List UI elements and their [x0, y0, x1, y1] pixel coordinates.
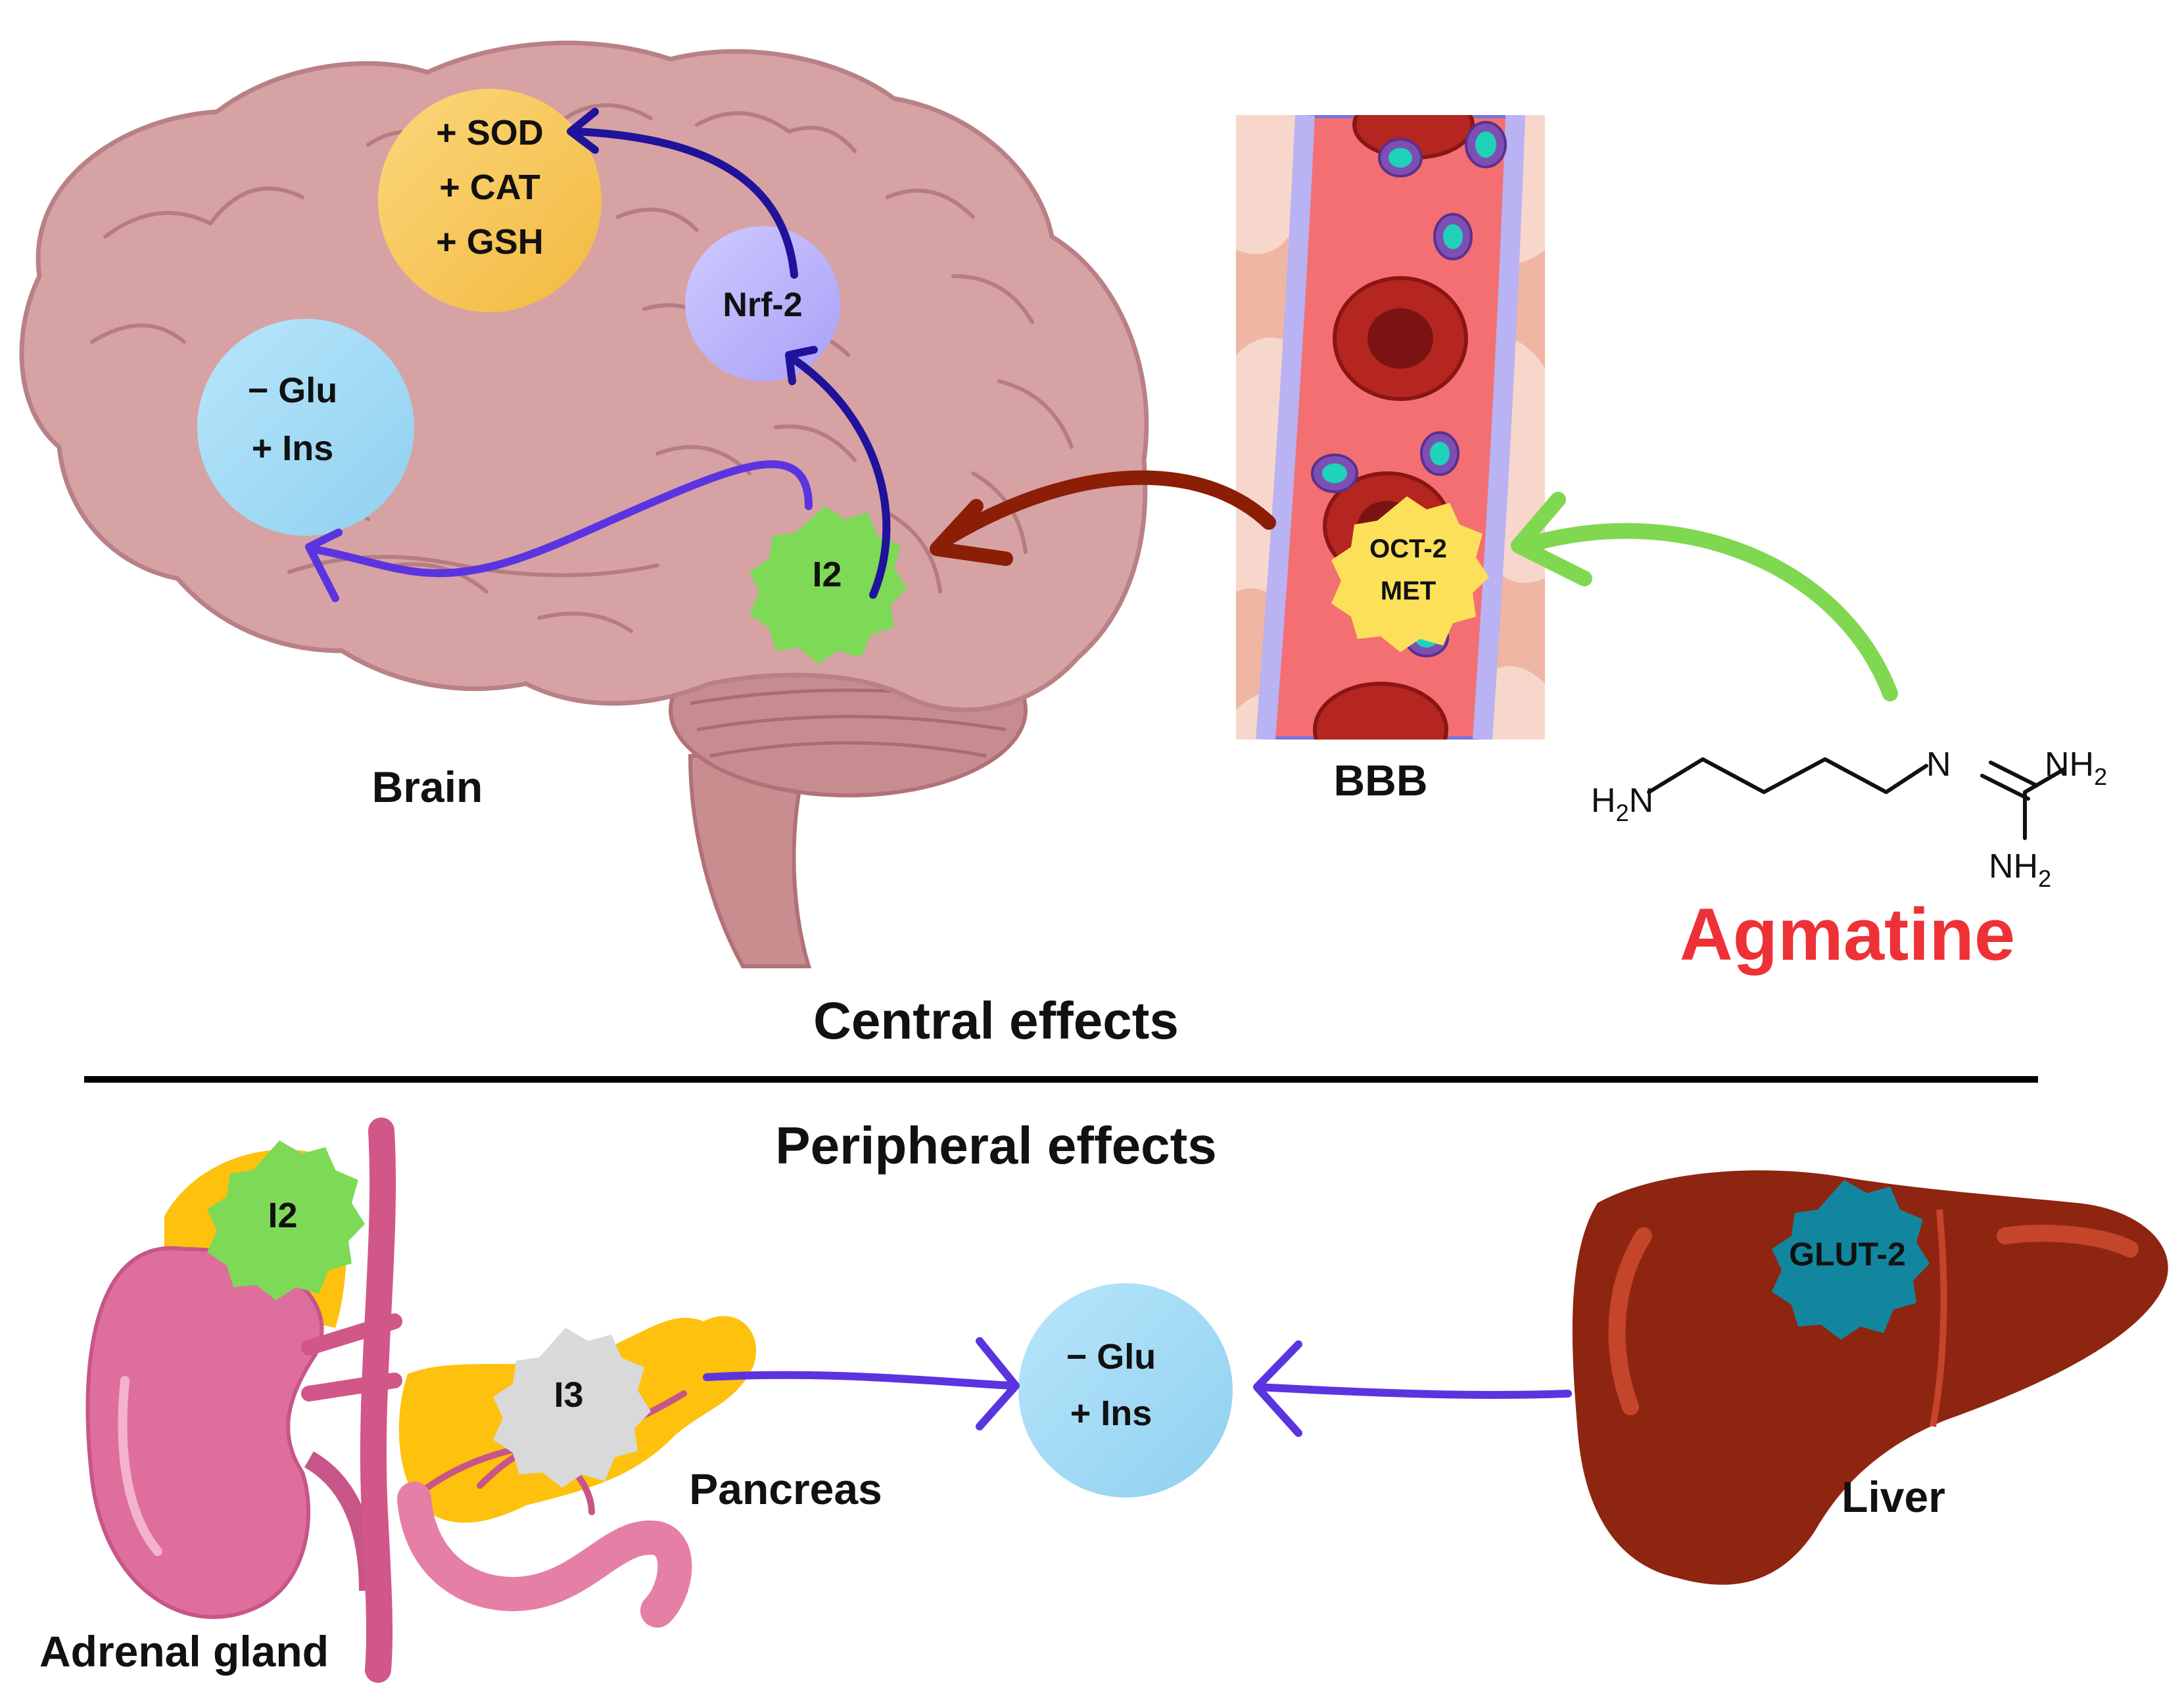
- oct2-label: OCT-2: [1369, 534, 1447, 563]
- liver-shape: [1572, 1170, 2168, 1585]
- ureter: [304, 1451, 377, 1591]
- brain-glu-ins-node: − Glu + Ins: [197, 319, 414, 536]
- brain-i2-label: I2: [812, 555, 842, 594]
- peripheral-glu-label: − Glu: [1066, 1337, 1156, 1377]
- brain-label: Brain: [372, 763, 483, 811]
- antioxidant-line-2: + CAT: [439, 168, 540, 207]
- peripheral-arrows: [703, 1337, 1572, 1437]
- adrenal-i2-label: I2: [268, 1196, 297, 1235]
- liver-illustration: [1572, 1170, 2168, 1585]
- adrenal-i2-node: I2: [207, 1141, 365, 1300]
- bbb-label: BBB: [1334, 756, 1428, 805]
- antioxidant-node: + SOD + CAT + GSH: [378, 89, 602, 312]
- brain-stem: [688, 747, 812, 968]
- glut2-node: GLUT-2: [1772, 1180, 1930, 1340]
- met-label: MET: [1381, 577, 1436, 605]
- nh2-top: NH2: [2045, 745, 2107, 790]
- aorta: [360, 1118, 396, 1683]
- arrow-liver-to-glu-ins: [1255, 1383, 1572, 1399]
- nrf2-node: Nrf-2: [685, 226, 840, 381]
- pancreas-i3-label: I3: [554, 1375, 583, 1415]
- pancreas-i3-node: I3: [493, 1328, 651, 1488]
- central-effects-title: Central effects: [813, 991, 1179, 1050]
- peripheral-glu-ins-node: − Glu + Ins: [1018, 1283, 1233, 1497]
- liver-label: Liver: [1841, 1472, 1945, 1521]
- agmatine-name: Agmatine: [1680, 893, 2015, 976]
- brain-arrows: [305, 108, 891, 602]
- arrow-pancreas-to-glu-ins: [703, 1371, 1016, 1390]
- oct2-met-node: OCT-2 MET: [1331, 496, 1489, 652]
- agmatine-bonds: [1647, 757, 2066, 840]
- arrow-i2-to-nrf2: [788, 354, 891, 599]
- brain-i2-node: I2: [749, 506, 907, 664]
- nrf2-label: Nrf-2: [723, 286, 802, 324]
- arrow-bbb-to-brain: [930, 470, 1276, 566]
- nh2-bottom: NH2: [1989, 847, 2051, 892]
- arrow-nrf2-to-antioxidants: [571, 128, 798, 279]
- duodenum: [397, 1482, 692, 1628]
- arrow-i2-to-glu-ins: [308, 460, 813, 577]
- adrenal-gland-label: Adrenal gland: [39, 1627, 329, 1676]
- adrenal-kidney-pancreas-illustration: [85, 1118, 757, 1683]
- brain-glu-label: − Glu: [248, 371, 338, 410]
- antioxidant-line-1: + SOD: [436, 113, 544, 153]
- brain-ins-label: + Ins: [252, 429, 334, 468]
- glut2-label: GLUT-2: [1789, 1236, 1906, 1273]
- kidney-shape: [85, 1246, 324, 1619]
- arrow-agmatine-to-bbb: [1511, 492, 1898, 701]
- peripheral-ins-label: + Ins: [1070, 1394, 1152, 1433]
- agmatine-structure: H2N N NH2 NH2: [1591, 745, 2107, 892]
- antioxidant-line-3: + GSH: [436, 222, 544, 262]
- pancreas-label: Pancreas: [689, 1465, 882, 1513]
- bbb-vessel: [1236, 115, 1545, 740]
- imine-n: N: [1926, 745, 1951, 784]
- h2n-h: H2N: [1591, 782, 1653, 826]
- peripheral-effects-title: Peripheral effects: [775, 1116, 1216, 1175]
